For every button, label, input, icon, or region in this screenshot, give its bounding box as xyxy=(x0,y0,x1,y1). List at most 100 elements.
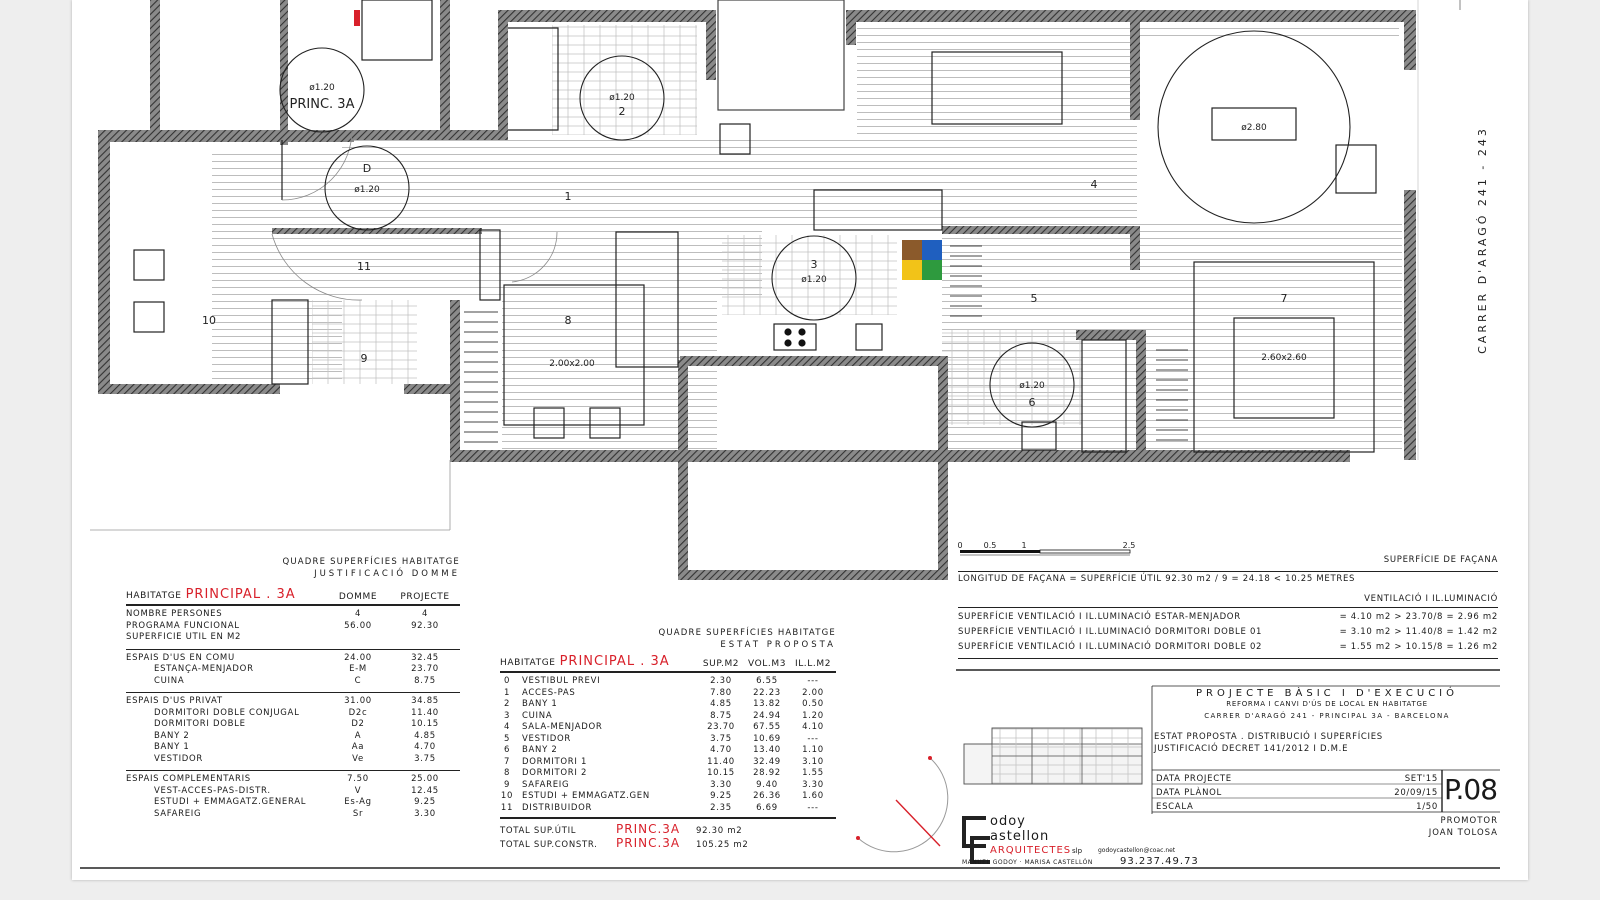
dome-row-label: ESPAIS D'ÚS PRIVAT xyxy=(126,696,223,706)
turning-circle-access xyxy=(279,47,365,133)
vent-row-calc: = 1.55 m2 > 10.15/8 = 1.26 m2 xyxy=(1339,642,1498,652)
total-util-unit: PRINC.3A xyxy=(616,822,681,836)
vent-row-label: SUPERFÍCIE VENTILACIÓ I IL.LUMINACIÓ DOR… xyxy=(958,627,1263,637)
room-number: 1 xyxy=(565,190,572,203)
estat-row-sup: 7.80 xyxy=(710,687,732,698)
estat-row-number: 7 xyxy=(503,756,511,767)
estat-row-ill: 1.20 xyxy=(802,710,824,721)
circle-label-3: ø1.20 xyxy=(801,275,827,285)
dome-row-label: BANY 1 xyxy=(154,742,190,752)
dome-row-dome: 24.00 xyxy=(344,652,372,663)
estat-row-vol: 13.82 xyxy=(753,699,781,709)
cooktop-icon xyxy=(784,328,806,347)
estat-row-name: ESTUDI + EMMAGATZ.GEN xyxy=(522,791,650,801)
firm-sl: slp xyxy=(1072,847,1083,855)
data-projecte-label: DATA PROJECTE xyxy=(1156,774,1232,784)
estat-row-vol: 26.36 xyxy=(753,791,781,801)
dome-row-project: 11.40 xyxy=(411,707,439,718)
room-number: 4 xyxy=(1091,178,1098,191)
scale-tick: 2.5 xyxy=(1123,541,1136,550)
dome-row-project: 9.25 xyxy=(414,797,436,807)
circle-label-2: ø1.20 xyxy=(609,93,635,103)
estat-row-name: VESTÍBUL PREVI xyxy=(522,676,601,686)
estat-row-sup: 9.25 xyxy=(710,791,732,801)
estat-row-ill: 1.55 xyxy=(802,768,824,778)
vent-row-calc: = 3.10 m2 > 11.40/8 = 1.42 m2 xyxy=(1339,627,1498,637)
stair-steps xyxy=(464,245,1188,443)
dome-row-label: VEST-ACCÉS-PAS-DISTR. xyxy=(154,785,271,796)
dome-row-project: 4.70 xyxy=(414,742,436,752)
dome-row-label: CUINA xyxy=(154,675,185,686)
location-thumbnail xyxy=(963,727,1143,785)
dome-header-label: HABITATGE xyxy=(126,591,182,601)
scale-tick: 0 xyxy=(957,541,962,550)
firm-name-2: astellon xyxy=(990,829,1050,844)
floor-fills xyxy=(212,18,1407,450)
estat-row-sup: 3.30 xyxy=(710,779,732,790)
estat-row-sup: 3.75 xyxy=(710,733,732,744)
dome-row-label: SAFAREIG xyxy=(154,808,202,819)
estat-row-number: 6 xyxy=(503,745,511,755)
room-number: 8 xyxy=(565,314,572,327)
dome-caption-1: QUADRE SUPERFÍCIES HABITATGE xyxy=(282,557,460,567)
estat-row-number: 11 xyxy=(500,802,514,813)
plan-linework xyxy=(90,0,1461,531)
dome-row-project: 32.45 xyxy=(411,652,439,663)
room-number: 10 xyxy=(202,314,216,327)
dome-row-project xyxy=(390,632,460,644)
room-number: 2 xyxy=(619,105,626,118)
dome-row-project: 3.75 xyxy=(414,753,436,764)
turning-circle-3 xyxy=(771,235,857,321)
estat-row-vol: 67.55 xyxy=(753,722,781,732)
estat-col-vol: VOL.M3 xyxy=(747,659,787,669)
dome-col-dome: DOMME xyxy=(338,592,378,602)
dome-row-dome: 4 xyxy=(354,609,362,619)
decret-line: JUSTIFICACIÓ DECRET 141/2012 I D.M.E xyxy=(1154,743,1349,754)
dome-row-dome: V xyxy=(354,785,362,796)
turning-circle-d xyxy=(324,145,410,231)
estat-header-label: HABITATGE xyxy=(500,658,556,668)
estat-row-sup: 4.70 xyxy=(710,745,732,755)
estat-row-vol: 32.49 xyxy=(753,756,781,767)
data-projecte-value: SET'15 xyxy=(1404,774,1438,784)
estat-row-number: 3 xyxy=(503,710,511,721)
tile-brown xyxy=(902,240,922,260)
dome-row-label: SUPERFÍCIE ÚTIL EN M2 xyxy=(126,632,242,642)
scale-tick: 0.5 xyxy=(984,541,997,550)
firm-email: godoycastellon@coac.net xyxy=(1098,847,1176,854)
dome-row-dome: C xyxy=(354,675,362,686)
firm-names: MANUEL GODOY · MARISA CASTELLÓN xyxy=(962,859,1093,866)
bed-size-8: 2.00x2.00 xyxy=(549,359,595,369)
estat-row-ill: 0.50 xyxy=(802,699,824,709)
project-title: PROJECTE BÀSIC I D'EXECUCIÓ xyxy=(1195,688,1459,699)
project-line-2: CARRER D'ARAGÓ 241 - PRINCIPAL 3A - BARC… xyxy=(1204,711,1450,720)
estat-table: QUADRE SUPERFÍCIES HABITATGE ESTAT PROPO… xyxy=(500,627,836,850)
estat-row-ill: --- xyxy=(807,733,819,744)
room-number: 3 xyxy=(811,258,818,271)
red-marker xyxy=(354,10,360,26)
estat-row-sup: 2.35 xyxy=(710,802,732,813)
estat-row-sup: 2.30 xyxy=(710,676,732,686)
room-number: 7 xyxy=(1281,292,1288,305)
sheet-number: P.08 xyxy=(1444,773,1498,806)
total-util-row: TOTAL SUP.ÚTIL PRINC.3A 92.30 m2 xyxy=(500,822,836,836)
tile-blue xyxy=(922,240,942,260)
promotor-label: PROMOTOR xyxy=(1440,816,1498,826)
titleblock-frame xyxy=(80,669,1500,869)
estat-row-number: 2 xyxy=(503,699,511,709)
